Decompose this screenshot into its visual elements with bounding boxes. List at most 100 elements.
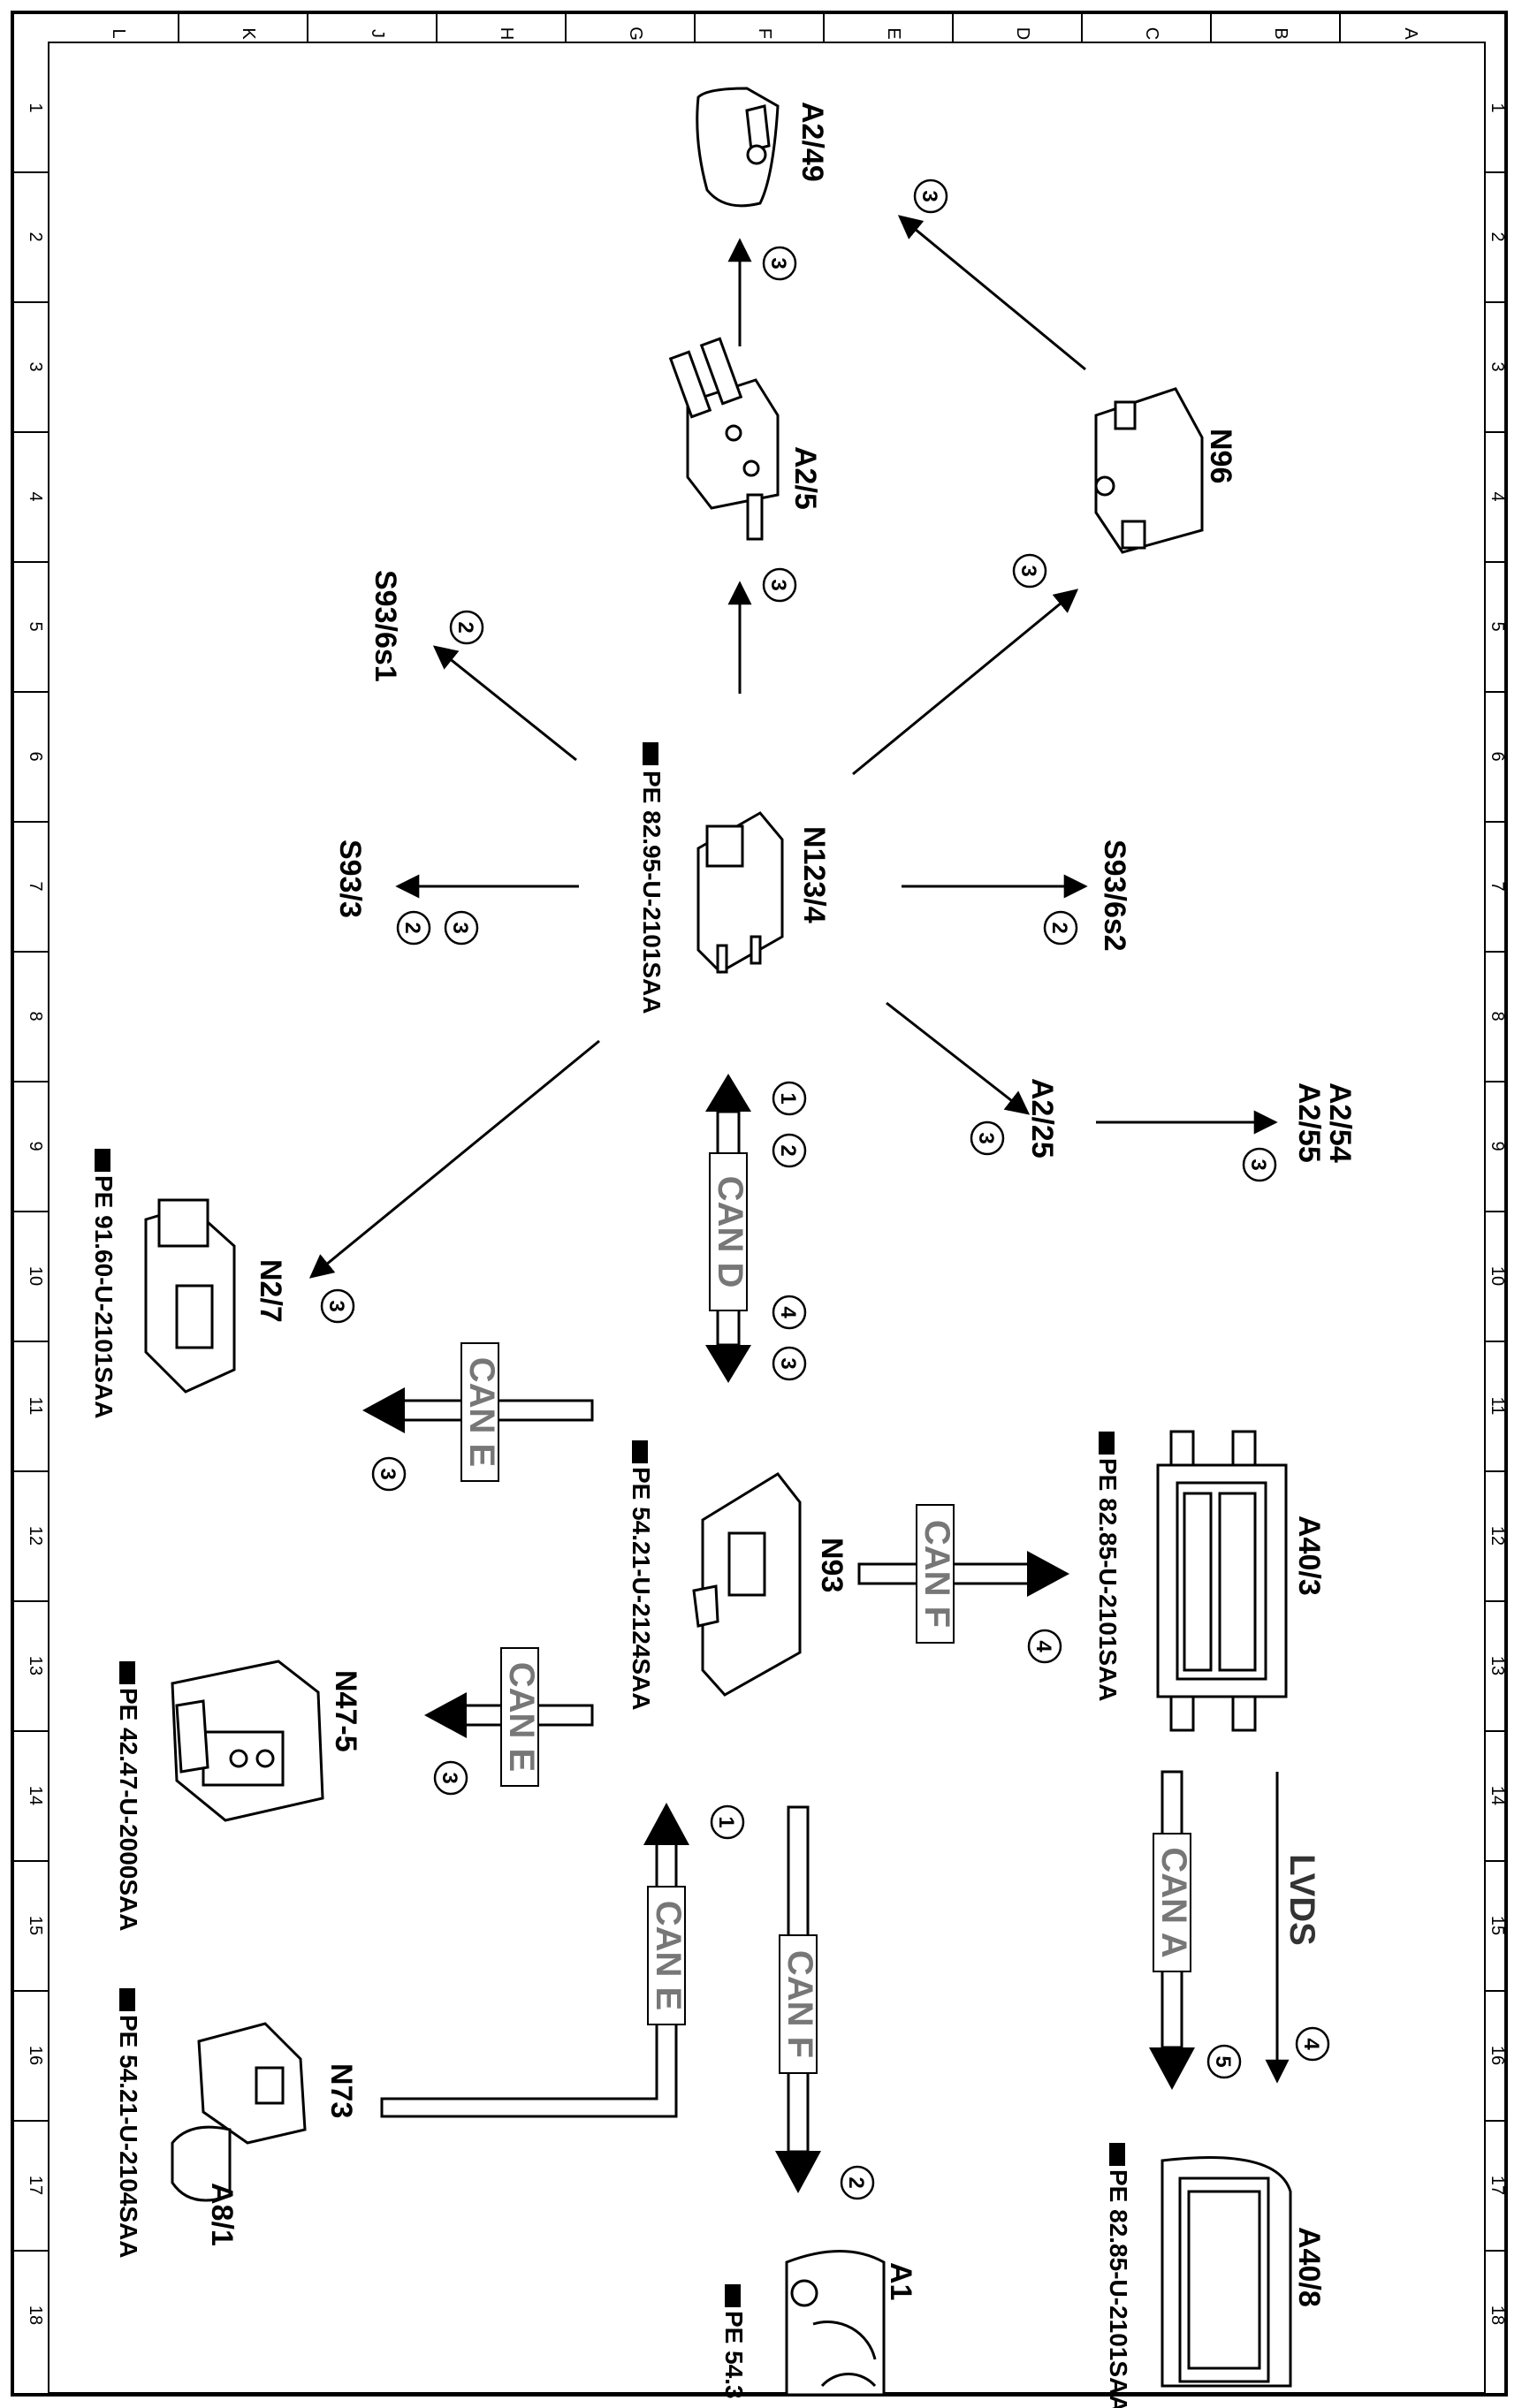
col-letter: E xyxy=(884,27,903,39)
label-s93-6s2: S93/6s2 xyxy=(1098,839,1131,952)
a2-49-drawing xyxy=(696,87,780,208)
ref-text: PE 82.95-U-2101SAA xyxy=(638,771,666,1014)
col-letter: A xyxy=(1401,27,1420,40)
pointing-hand-icon xyxy=(95,1149,110,1172)
row-number: 12 xyxy=(26,1526,45,1546)
row-number: 11 xyxy=(26,1397,45,1416)
n123-4-drawing xyxy=(696,811,784,974)
ref-n2-7: PE 91.60-U-2101SAA xyxy=(90,1149,118,1418)
row-number: 13 xyxy=(26,1656,45,1675)
marker: 4 xyxy=(1299,2038,1323,2050)
label-a8-1: A8/1 xyxy=(205,2183,239,2246)
bus-can-f-upper-label: CAN F xyxy=(917,1520,956,1628)
row-number: 17 xyxy=(1488,2176,1507,2195)
label-a2-49: A2/49 xyxy=(795,102,829,182)
component-labels: A2/49 A2/5 N96 S93/6s1 S93/3 N123/4 S93/… xyxy=(205,102,1357,2307)
row-number: 2 xyxy=(1488,232,1507,241)
row-number: 15 xyxy=(26,1916,45,1935)
marker: 2 xyxy=(844,2176,868,2188)
row-number: 15 xyxy=(1488,1916,1507,1935)
label-a2-55: A2/55 xyxy=(1292,1082,1326,1163)
marker: 1 xyxy=(776,1092,800,1104)
row-number: 4 xyxy=(26,491,45,501)
row-number: 7 xyxy=(26,881,45,891)
marker-numbers: 3 3 3 3 2 3 2 2 3 3 3 1 2 4 3 3 4 3 5 4 … xyxy=(324,190,1323,2188)
marker: 3 xyxy=(376,1468,400,1479)
n93-drawing xyxy=(692,1472,802,1697)
col-letter: L xyxy=(109,28,128,38)
col-letter: C xyxy=(1142,27,1161,40)
marker: 3 xyxy=(438,1772,461,1783)
pointing-hand-icon xyxy=(725,2284,741,2307)
row-number: 1 xyxy=(26,103,45,112)
a2-5-drawing xyxy=(668,337,780,541)
bus-can-e-upper-label: CAN E xyxy=(462,1357,501,1467)
col-letter: K xyxy=(239,27,258,40)
bus-labels: CAN D CAN E CAN F CAN E CAN A LVDS CAN E… xyxy=(460,1152,1321,2074)
reference-labels: PE 82.95-U-2101SAA PE 91.60-U-2101SAA PE… xyxy=(90,742,1132,2408)
markers xyxy=(320,179,1330,2200)
row-number: 4 xyxy=(1488,491,1507,501)
marker: 3 xyxy=(766,257,790,269)
pointing-hand-icon xyxy=(119,1988,135,2011)
col-letter: H xyxy=(497,27,516,40)
bus-can-e-lower-label: CAN E xyxy=(649,1901,688,2010)
ref-a8-1: PE 54.21-U-2104SAA xyxy=(115,1988,142,2258)
marker: 1 xyxy=(714,1816,738,1827)
marker: 3 xyxy=(324,1300,348,1311)
bus-can-a-label: CAN A xyxy=(1154,1847,1193,1957)
col-letter: D xyxy=(1013,27,1032,40)
row-number: 7 xyxy=(1488,881,1507,891)
label-a1: A1 xyxy=(884,2262,917,2300)
row-number: 14 xyxy=(1488,1786,1507,1805)
marker: 3 xyxy=(1246,1158,1270,1170)
marker: 3 xyxy=(974,1132,998,1143)
marker: 3 xyxy=(448,922,472,933)
label-n2-7: N2/7 xyxy=(254,1259,287,1323)
ref-text: PE 54.21-U-2124SAA xyxy=(628,1467,655,1710)
marker: 4 xyxy=(776,1306,800,1318)
row-number: 10 xyxy=(1488,1266,1507,1286)
row-number: 17 xyxy=(26,2176,45,2195)
marker: 2 xyxy=(453,621,477,633)
bus-can-e-mid-label: CAN E xyxy=(502,1662,541,1772)
row-number: 14 xyxy=(26,1786,45,1805)
pointing-hand-icon xyxy=(1099,1432,1115,1455)
marker: 3 xyxy=(1016,565,1040,576)
ref-text: PE 82.85-U-2101SAA xyxy=(1105,2169,1132,2408)
ref-n93: PE 54.21-U-2124SAA xyxy=(628,1440,655,1710)
ref-text: PE 42.47-U-2000SAA xyxy=(115,1688,142,1931)
marker: 5 xyxy=(1211,2055,1235,2067)
row-number: 12 xyxy=(1488,1526,1507,1546)
ref-a40-8: PE 82.85-U-2101SAA xyxy=(1105,2143,1132,2408)
row-number: 13 xyxy=(1488,1656,1507,1675)
row-number: 18 xyxy=(26,2305,45,2325)
marker: 4 xyxy=(1031,1640,1055,1652)
label-n123-4: N123/4 xyxy=(797,826,831,923)
row-number: 9 xyxy=(1488,1141,1507,1151)
row-number: 16 xyxy=(26,2046,45,2065)
label-a40-8: A40/8 xyxy=(1292,2227,1326,2307)
row-number: 5 xyxy=(1488,621,1507,631)
row-number: 8 xyxy=(26,1011,45,1021)
pointing-hand-icon xyxy=(643,742,658,765)
ref-text: PE 91.60-U-2101SAA xyxy=(90,1175,118,1418)
marker: 3 xyxy=(766,579,790,590)
ref-text: PE 54.3 xyxy=(720,2311,748,2399)
a40-3-drawing xyxy=(1156,1430,1288,1732)
label-n47-5: N47-5 xyxy=(329,1670,362,1752)
a40-8-drawing xyxy=(1161,2156,1292,2388)
n47-5-drawing xyxy=(171,1660,324,1822)
label-n93: N93 xyxy=(815,1538,849,1592)
ref-text: PE 82.85-U-2101SAA xyxy=(1094,1458,1122,1701)
label-n96: N96 xyxy=(1204,429,1237,483)
n2-7-drawing xyxy=(144,1198,236,1394)
label-s93-6s1: S93/6s1 xyxy=(369,570,402,682)
row-number: 9 xyxy=(26,1141,45,1151)
col-letter: B xyxy=(1271,27,1290,39)
signal-arrows xyxy=(308,215,1290,2084)
bus-lvds-label: LVDS xyxy=(1282,1854,1321,1946)
row-number: 1 xyxy=(1488,103,1507,112)
pointing-hand-icon xyxy=(119,1661,135,1684)
marker: 2 xyxy=(776,1144,800,1156)
